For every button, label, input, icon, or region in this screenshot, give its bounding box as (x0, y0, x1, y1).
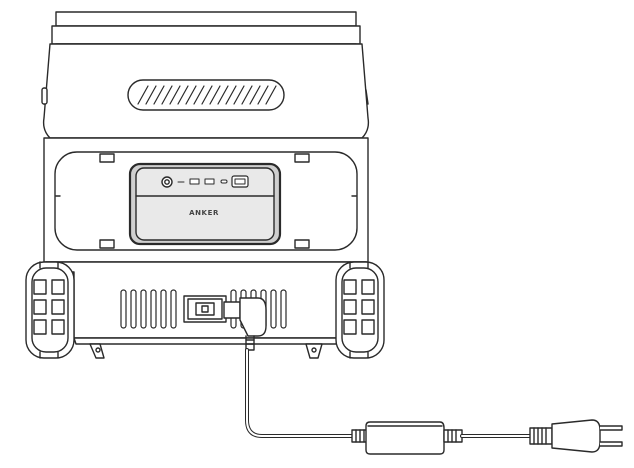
usb-c-port (220, 179, 228, 184)
plug-cable (443, 429, 532, 443)
lower-vent-slots (120, 289, 287, 329)
top-vent-grille (127, 79, 285, 111)
left-wheel (25, 261, 75, 359)
power-button-icon (161, 176, 173, 188)
expansion-battery-module: ANKER (128, 162, 282, 246)
power-cable (245, 348, 371, 443)
adapter-brick (365, 421, 445, 455)
brand-label: ANKER (189, 209, 219, 217)
ac-cable-connector (223, 297, 267, 351)
ac-wall-plug (529, 419, 623, 453)
mounting-feet (89, 343, 323, 359)
right-wheel (335, 261, 385, 359)
ac-inlet-socket (183, 295, 227, 323)
usb-a-port-2 (204, 178, 215, 185)
usb-a-port-1 (189, 178, 200, 185)
top-lid (51, 11, 361, 45)
